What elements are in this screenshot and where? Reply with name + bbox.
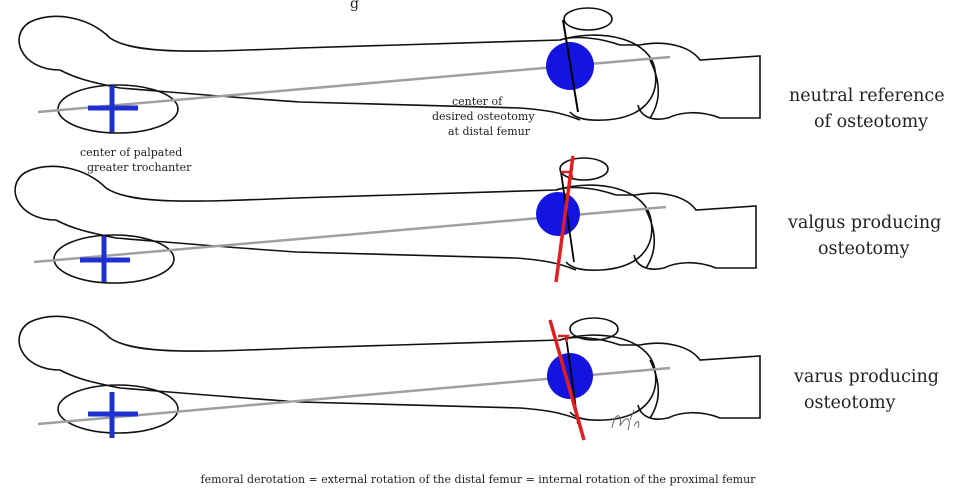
panel-varus: varus producing osteotomy	[19, 316, 939, 440]
femur-outline	[19, 8, 760, 133]
panel-label-line-1: varus producing	[793, 367, 939, 387]
panel-label-line-2: osteotomy	[804, 393, 896, 413]
distal-femur-annotation-line-2: desired osteotomy	[432, 110, 535, 123]
panel-valgus: valgus producing osteotomy	[15, 156, 941, 283]
panel-label-line-1: valgus producing	[787, 213, 941, 233]
trochanter-annotation-line-2: greater trochanter	[87, 161, 192, 174]
panel-neutral: neutral reference of osteotomy center of…	[19, 8, 944, 174]
panel-label-line-2: osteotomy	[818, 239, 910, 259]
trochanter-center-cross	[88, 86, 138, 132]
trochanter-center-cross	[80, 236, 130, 282]
figure-caption: femoral derotation = external rotation o…	[201, 473, 757, 486]
panel-label-line-2: of osteotomy	[814, 112, 928, 132]
trochanter-annotation-line-1: center of palpated	[80, 146, 182, 159]
femur-outline	[15, 158, 756, 283]
distal-femur-annotation-line-1: center of	[452, 95, 503, 108]
panel-label-line-1: neutral reference	[789, 86, 945, 106]
osteotomy-center-circle	[536, 192, 580, 236]
distal-femur-annotation-line-3: at distal femur	[448, 125, 531, 138]
top-cut-title-fragment: g	[350, 0, 359, 12]
